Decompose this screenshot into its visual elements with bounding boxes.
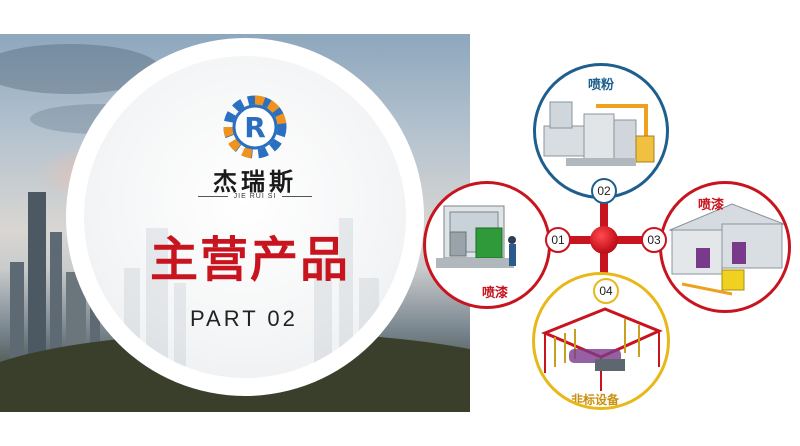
brand-name: 杰瑞斯	[213, 167, 297, 196]
powder-coating-line-illustration	[543, 101, 655, 166]
product-label-01: 喷漆	[482, 286, 509, 301]
logo-letter: R	[244, 111, 266, 144]
hub-node	[590, 226, 618, 254]
company-logo: R	[218, 90, 292, 164]
spray-booth-illustration	[436, 205, 516, 268]
product-label-02: 喷粉	[588, 78, 615, 93]
badge-03: 03	[641, 227, 667, 253]
gear-icon	[223, 95, 287, 159]
page-title: 主营产品	[149, 232, 350, 288]
product-node-02[interactable]: 喷粉	[533, 63, 669, 199]
badge-02: 02	[591, 178, 617, 204]
badge-01: 01	[545, 227, 571, 253]
product-label-04: 非标设备	[571, 393, 620, 407]
paint-line-illustration	[668, 203, 786, 296]
badge-04: 04	[593, 278, 619, 304]
brand-pinyin: JIE RUI SI	[190, 193, 320, 200]
part-label: PART 02	[190, 306, 298, 331]
product-node-03[interactable]: 喷漆	[659, 181, 791, 313]
custom-equipment-illustration	[541, 307, 663, 391]
product-node-01[interactable]: 喷漆	[423, 181, 551, 309]
product-label-03: 喷漆	[698, 198, 725, 213]
